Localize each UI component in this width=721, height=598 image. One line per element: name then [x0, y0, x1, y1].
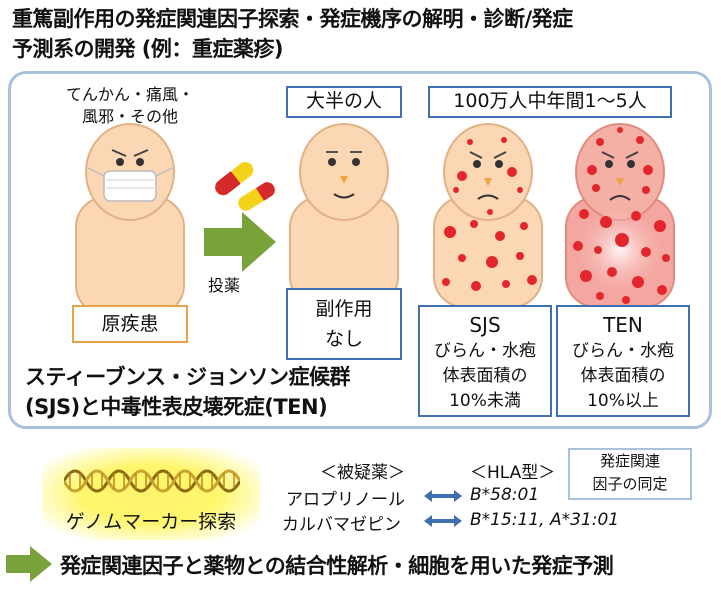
sjs-line-3: 10%未満	[449, 391, 521, 411]
ten-name: TEN	[603, 313, 643, 337]
genome-marker-label: ゲノムマーカー探索	[65, 511, 237, 533]
no-effect-line-2: なし	[324, 328, 363, 350]
bottom-summary: 発症関連因子と薬物との結合性解析・細胞を用いた発症予測	[60, 554, 614, 578]
double-arrow-icon	[424, 490, 462, 502]
dosing-label: 投薬	[208, 276, 241, 295]
hla-type-1: B*58:01	[470, 485, 540, 505]
patient-note-line-2: 風邪・その他	[81, 107, 178, 126]
ten-person-figure	[565, 123, 675, 308]
figures-layer	[75, 123, 675, 316]
patient-note-line-1: てんかん・痛風・	[65, 85, 194, 104]
drug-header: ＜被疑薬＞	[320, 463, 405, 483]
page-title: 重篤副作用の発症関連因子探索・発症機序の解明・診断/発症 予測系の開発 (例：重…	[12, 4, 712, 64]
genome-highlight	[42, 448, 260, 540]
sjs-person-figure	[433, 123, 543, 308]
drug-name-1: アロプリノール	[286, 490, 405, 510]
patient-conditions-note: てんかん・痛風・ 風邪・その他	[30, 84, 230, 128]
factor-identification-box: 発症関連 因子の同定	[568, 448, 692, 500]
main-panel	[8, 71, 712, 429]
identify-line-2: 因子の同定	[592, 475, 668, 493]
syndrome-line-2: (SJS)と中毒性表皮壊死症(TEN)	[25, 395, 328, 419]
syndrome-title: スティーブンス・ジョンソン症候群 (SJS)と中毒性表皮壊死症(TEN)	[25, 362, 351, 422]
title-line-1: 重篤副作用の発症関連因子探索・発症機序の解明・診断/発症	[12, 7, 573, 31]
sjs-line-1: びらん・水疱	[434, 341, 536, 361]
right-arrow-icon	[204, 212, 276, 272]
sjs-name: SJS	[469, 313, 501, 337]
hla-header: ＜HLA型＞	[470, 463, 556, 483]
hla-type-2: B*15:11, A*31:01	[470, 510, 620, 530]
double-arrow-icon	[424, 515, 462, 527]
title-line-2: 予測系の開発 (例：重症薬疹)	[12, 37, 284, 61]
no-effect-line-1: 副作用	[315, 298, 373, 320]
no-side-effect-box: 副作用 なし	[286, 288, 402, 360]
majority-label: 大半の人	[286, 86, 402, 118]
syndrome-line-1: スティーブンス・ジョンソン症候群	[25, 365, 351, 389]
healthy-person-figure	[289, 123, 399, 308]
right-arrow-icon	[6, 546, 52, 582]
drug-name-2: カルバマゼピン	[282, 515, 401, 535]
capsule-icon	[215, 161, 275, 211]
ten-line-2: 体表面積の	[580, 366, 666, 386]
ten-line-3: 10%以上	[587, 391, 659, 411]
ten-line-1: びらん・水疱	[572, 341, 674, 361]
sjs-line-2: 体表面積の	[442, 366, 528, 386]
identify-line-1: 発症関連	[599, 452, 660, 470]
ten-box: TEN びらん・水疱 体表面積の 10%以上	[556, 305, 690, 417]
sjs-box: SJS びらん・水疱 体表面積の 10%未満	[418, 305, 552, 417]
dna-helix-icon	[64, 469, 240, 493]
masked-face-icon	[75, 123, 185, 316]
frequency-label: 100万人中年間1～5人	[428, 86, 672, 118]
patient-label: 原疾患	[72, 305, 188, 343]
